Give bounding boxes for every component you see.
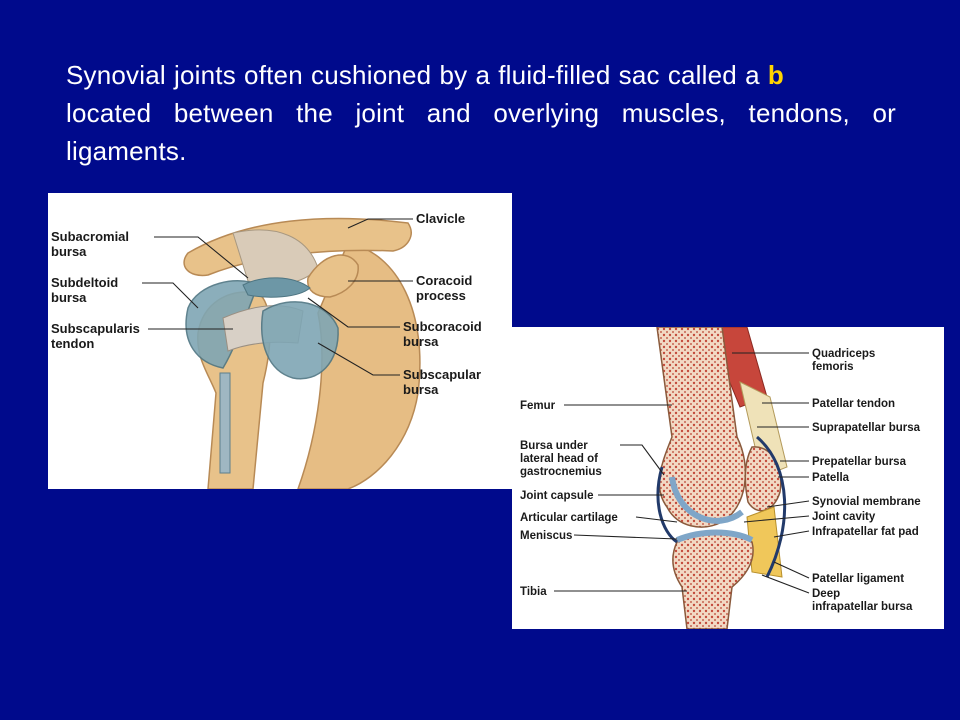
label-tibia: Tibia	[520, 586, 547, 598]
shoulder-joint-figure: Subacromial bursa Subdeltoid bursa Subsc…	[48, 193, 512, 489]
subacromial-bursa-shape	[242, 277, 311, 298]
leader-subacromial	[154, 236, 249, 279]
label-meniscus: Meniscus	[520, 530, 572, 542]
label-clavicle: Clavicle	[416, 211, 465, 226]
leader-meniscus	[573, 534, 678, 540]
leader-subscapular	[317, 342, 400, 376]
label-deep-infrapatellar-2: infrapatellar bursa	[812, 601, 913, 613]
slide-body-text: Synovial joints often cushioned by a flu…	[66, 56, 896, 170]
knee-illustration: Femur Bursa under lateral head of gastro…	[520, 327, 921, 629]
label-subcoracoid-2: bursa	[403, 334, 439, 349]
shoulder-illustration: Subacromial bursa Subdeltoid bursa Subsc…	[51, 211, 482, 489]
label-quadriceps-2: femoris	[812, 361, 854, 373]
leader-infrapatellar-fat-pad	[773, 530, 810, 538]
label-patellar-tendon: Patellar tendon	[812, 398, 895, 410]
label-synovial-membrane: Synovial membrane	[812, 496, 921, 508]
label-bursa-under-1: Bursa under	[520, 440, 588, 452]
label-coracoid-1: Coracoid	[416, 273, 472, 288]
blank-first-letter: b	[767, 60, 784, 90]
scapula-shape	[297, 242, 421, 489]
label-subcoracoid-1: Subcoracoid	[403, 319, 482, 334]
label-patellar-ligament: Patellar ligament	[812, 573, 904, 585]
tibial-cartilage	[675, 529, 754, 543]
text-part-1: Synovial joints often cushioned by a flu…	[66, 60, 760, 90]
label-joint-cavity: Joint cavity	[812, 511, 876, 523]
leader-deep-infrapatellar	[761, 574, 810, 594]
label-femur: Femur	[520, 400, 556, 412]
label-deep-infrapatellar-1: Deep	[812, 588, 840, 600]
label-subdeltoid-1: Subdeltoid	[51, 275, 118, 290]
label-subscapularis-1: Subscapularis	[51, 321, 140, 336]
label-articular-cartilage: Articular cartilage	[520, 512, 618, 524]
knee-joint-figure: Femur Bursa under lateral head of gastro…	[512, 327, 944, 629]
label-prepatellar-bursa: Prepatellar bursa	[812, 456, 907, 468]
label-suprapatellar-bursa: Suprapatellar bursa	[812, 422, 921, 434]
label-coracoid-2: process	[416, 288, 466, 303]
label-infrapatellar-fat-pad: Infrapatellar fat pad	[812, 526, 919, 538]
biceps-tendon-shape	[219, 372, 231, 474]
label-subscapularis-2: tendon	[51, 336, 94, 351]
leader-subdeltoid	[142, 282, 199, 309]
patellar-tendon-shape	[739, 381, 788, 478]
label-bursa-under-2: lateral head of	[520, 453, 598, 465]
tibia-shape	[672, 533, 754, 629]
leader-bursa-under	[620, 444, 665, 476]
label-subscapular-1: Subscapular	[403, 367, 481, 382]
label-subacromial-1: Subacromial	[51, 229, 129, 244]
label-patella: Patella	[812, 472, 850, 484]
label-subdeltoid-2: bursa	[51, 290, 87, 305]
leader-joint-cavity	[743, 515, 810, 523]
text-part-2: located between the joint and overlying …	[66, 98, 896, 166]
label-subacromial-2: bursa	[51, 244, 87, 259]
leader-patellar-ligament	[773, 561, 810, 579]
label-joint-capsule: Joint capsule	[520, 490, 594, 502]
leader-articular-cartilage	[635, 516, 678, 523]
subscapular-bursa-shape	[261, 301, 339, 380]
label-bursa-under-3: gastrocnemius	[520, 466, 602, 478]
femoral-cartilage	[669, 476, 744, 524]
leader-synovial-membrane	[766, 500, 810, 508]
leader-subcoracoid	[307, 297, 400, 328]
label-subscapular-2: bursa	[403, 382, 439, 397]
leader-clavicle	[347, 218, 413, 229]
coracoid-shape	[307, 254, 359, 298]
label-quadriceps-1: Quadriceps	[812, 348, 875, 360]
